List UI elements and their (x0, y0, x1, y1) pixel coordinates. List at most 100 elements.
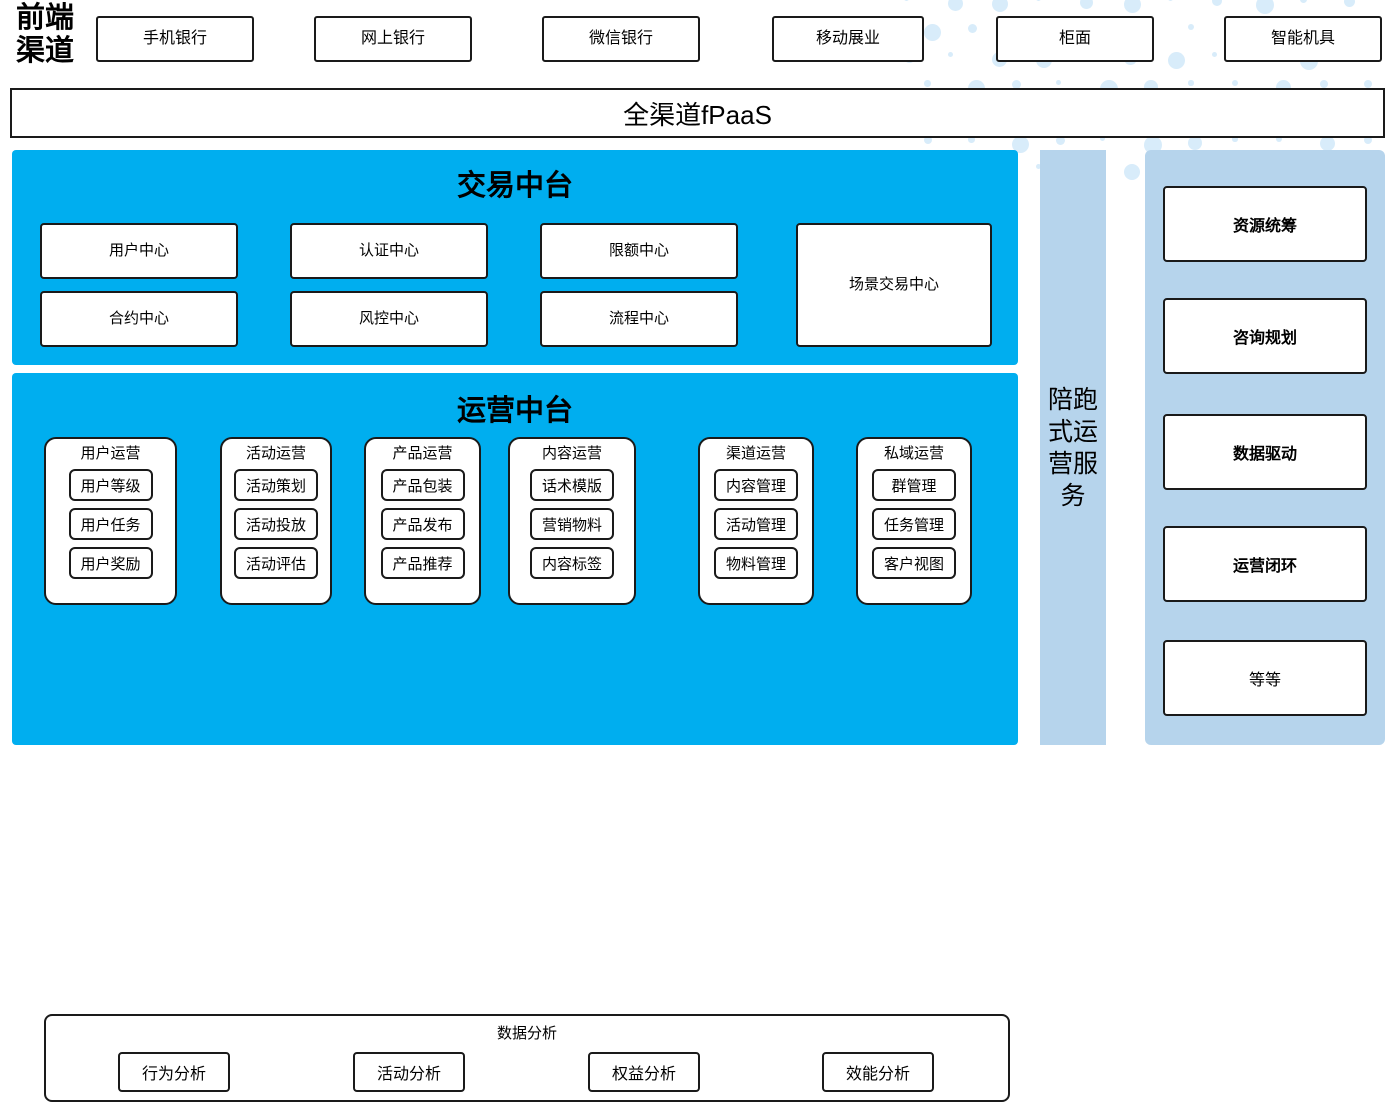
ops-column-item[interactable]: 产品包装 (380, 469, 465, 501)
ops-column-title: 用户运营 (80, 445, 141, 462)
ops-column-item[interactable]: 活动策划 (234, 469, 318, 501)
trade-center-box-6[interactable]: 流程中心 (540, 291, 738, 347)
ops-column-item-label: 活动投放 (245, 516, 306, 534)
ops-column-item[interactable]: 任务管理 (872, 508, 956, 540)
ops-column-item-label: 营销物料 (541, 516, 602, 534)
service-panel: 资源统筹咨询规划数据驱动运营闭环等等 (1145, 150, 1385, 745)
ops-column-item[interactable]: 内容标签 (530, 547, 614, 579)
ops-column-item-label: 任务管理 (883, 516, 944, 534)
ops-column-title: 活动运营 (245, 445, 306, 462)
ops-column-item-label: 群管理 (891, 477, 937, 495)
ops-column-item-label: 物料管理 (725, 555, 786, 573)
service-box-3[interactable]: 数据驱动 (1163, 414, 1367, 490)
data-analysis-item-label: 行为分析 (141, 1066, 206, 1083)
trade-center-box-5[interactable]: 风控中心 (290, 291, 488, 347)
service-box-4[interactable]: 运营闭环 (1163, 526, 1367, 602)
channel-box-3[interactable]: 微信银行 (542, 16, 700, 62)
trade-center-box-3[interactable]: 限额中心 (540, 223, 738, 279)
channel-box-5[interactable]: 柜面 (996, 16, 1154, 62)
accompanying-operation-service-label: 陪跑式运营服务 (1047, 385, 1098, 510)
trade-center-box-label: 场景交易中心 (848, 276, 939, 294)
trade-center-title: 交易中台 (456, 170, 573, 202)
trade-center-box-label: 合约中心 (108, 310, 169, 328)
ops-column-item-label: 活动评估 (245, 555, 306, 573)
ops-column-5: 渠道运营内容管理活动管理物料管理 (698, 437, 814, 605)
ops-column-item[interactable]: 用户等级 (68, 469, 153, 501)
trade-center-box-label: 限额中心 (608, 242, 669, 260)
channel-box-label: 微信银行 (588, 29, 653, 47)
trade-center-box-1[interactable]: 用户中心 (40, 223, 238, 279)
ops-column-item[interactable]: 客户视图 (872, 547, 956, 579)
data-analysis-title: 数据分析 (496, 1025, 557, 1042)
data-analysis-item-1[interactable]: 行为分析 (118, 1052, 230, 1092)
ops-column-title: 私域运营 (883, 445, 944, 462)
service-box-label: 咨询规划 (1232, 330, 1297, 347)
ops-column-6: 私域运营群管理任务管理客户视图 (856, 437, 972, 605)
channel-box-label: 手机银行 (142, 29, 207, 47)
ops-column-item-label: 产品包装 (392, 477, 453, 495)
ops-column-item-label: 活动管理 (725, 516, 786, 534)
ops-column-item[interactable]: 活动管理 (714, 508, 798, 540)
ops-column-item[interactable]: 物料管理 (714, 547, 798, 579)
ops-column-item-label: 用户任务 (80, 516, 141, 534)
ops-column-item[interactable]: 活动投放 (234, 508, 318, 540)
trade-center-box-2[interactable]: 认证中心 (290, 223, 488, 279)
trade-center-box-label: 风控中心 (358, 310, 419, 328)
ops-column-item[interactable]: 活动评估 (234, 547, 318, 579)
trade-center-box-label: 认证中心 (358, 242, 419, 260)
ops-column-1: 用户运营用户等级用户任务用户奖励 (44, 437, 177, 605)
ops-column-title: 内容运营 (541, 445, 602, 462)
ops-column-item[interactable]: 群管理 (872, 469, 956, 501)
service-box-1[interactable]: 资源统筹 (1163, 186, 1367, 262)
ops-column-item-label: 活动策划 (245, 477, 306, 495)
ops-column-title: 渠道运营 (725, 445, 786, 462)
trade-center-box-label: 用户中心 (108, 242, 169, 260)
ops-column-item[interactable]: 话术模版 (530, 469, 614, 501)
data-analysis-group: 数据分析 行为分析 活动分析 权益分析 效能分析 (44, 1014, 1010, 1102)
channel-box-6[interactable]: 智能机具 (1224, 16, 1382, 62)
ops-column-item-label: 内容标签 (541, 555, 602, 573)
data-analysis-item-2[interactable]: 活动分析 (353, 1052, 465, 1092)
channel-box-label: 移动展业 (815, 29, 880, 47)
ops-center-panel: 运营中台 用户运营用户等级用户任务用户奖励活动运营活动策划活动投放活动评估产品运… (12, 373, 1018, 1102)
service-box-2[interactable]: 咨询规划 (1163, 298, 1367, 374)
channel-box-label: 智能机具 (1270, 29, 1335, 47)
channel-box-4[interactable]: 移动展业 (772, 16, 924, 62)
trade-center-box-label: 流程中心 (608, 310, 669, 328)
data-analysis-item-4[interactable]: 效能分析 (822, 1052, 934, 1092)
data-analysis-item-label: 权益分析 (611, 1066, 676, 1083)
ops-column-item-label: 产品发布 (392, 516, 453, 534)
trade-center-box-7[interactable]: 场景交易中心 (796, 223, 992, 347)
service-box-label: 等等 (1248, 672, 1281, 689)
ops-column-item[interactable]: 用户奖励 (68, 547, 153, 579)
service-box-label: 运营闭环 (1232, 558, 1297, 575)
channel-box-label: 柜面 (1058, 29, 1091, 47)
ops-column-item[interactable]: 营销物料 (530, 508, 614, 540)
ops-column-item-label: 话术模版 (541, 477, 602, 495)
ops-center-title: 运营中台 (456, 395, 573, 427)
service-box-5[interactable]: 等等 (1163, 640, 1367, 716)
ops-column-item[interactable]: 用户任务 (68, 508, 153, 540)
ops-column-title: 产品运营 (392, 445, 453, 462)
ops-column-2: 活动运营活动策划活动投放活动评估 (220, 437, 332, 605)
data-analysis-item-label: 效能分析 (845, 1066, 910, 1083)
ops-column-3: 产品运营产品包装产品发布产品推荐 (364, 437, 481, 605)
channel-box-2[interactable]: 网上银行 (314, 16, 472, 62)
ops-column-item-label: 用户奖励 (80, 555, 141, 573)
service-box-label: 资源统筹 (1232, 218, 1297, 235)
ops-column-item-label: 用户等级 (80, 477, 141, 495)
service-box-label: 数据驱动 (1232, 446, 1297, 463)
fpaas-bar: 全渠道fPaaS (10, 88, 1385, 138)
frontend-channel-label: 前端渠道 (15, 2, 74, 67)
channel-box-label: 网上银行 (360, 29, 425, 47)
trade-center-box-4[interactable]: 合约中心 (40, 291, 238, 347)
data-analysis-item-3[interactable]: 权益分析 (588, 1052, 700, 1092)
ops-column-item[interactable]: 内容管理 (714, 469, 798, 501)
ops-column-item[interactable]: 产品发布 (380, 508, 465, 540)
channel-box-1[interactable]: 手机银行 (96, 16, 254, 62)
ops-column-4: 内容运营话术模版营销物料内容标签 (508, 437, 636, 605)
ops-column-item-label: 客户视图 (883, 555, 944, 573)
ops-column-item-label: 产品推荐 (392, 555, 453, 573)
accompanying-operation-service-column: 陪跑式运营服务 (1040, 150, 1106, 745)
ops-column-item[interactable]: 产品推荐 (380, 547, 465, 579)
